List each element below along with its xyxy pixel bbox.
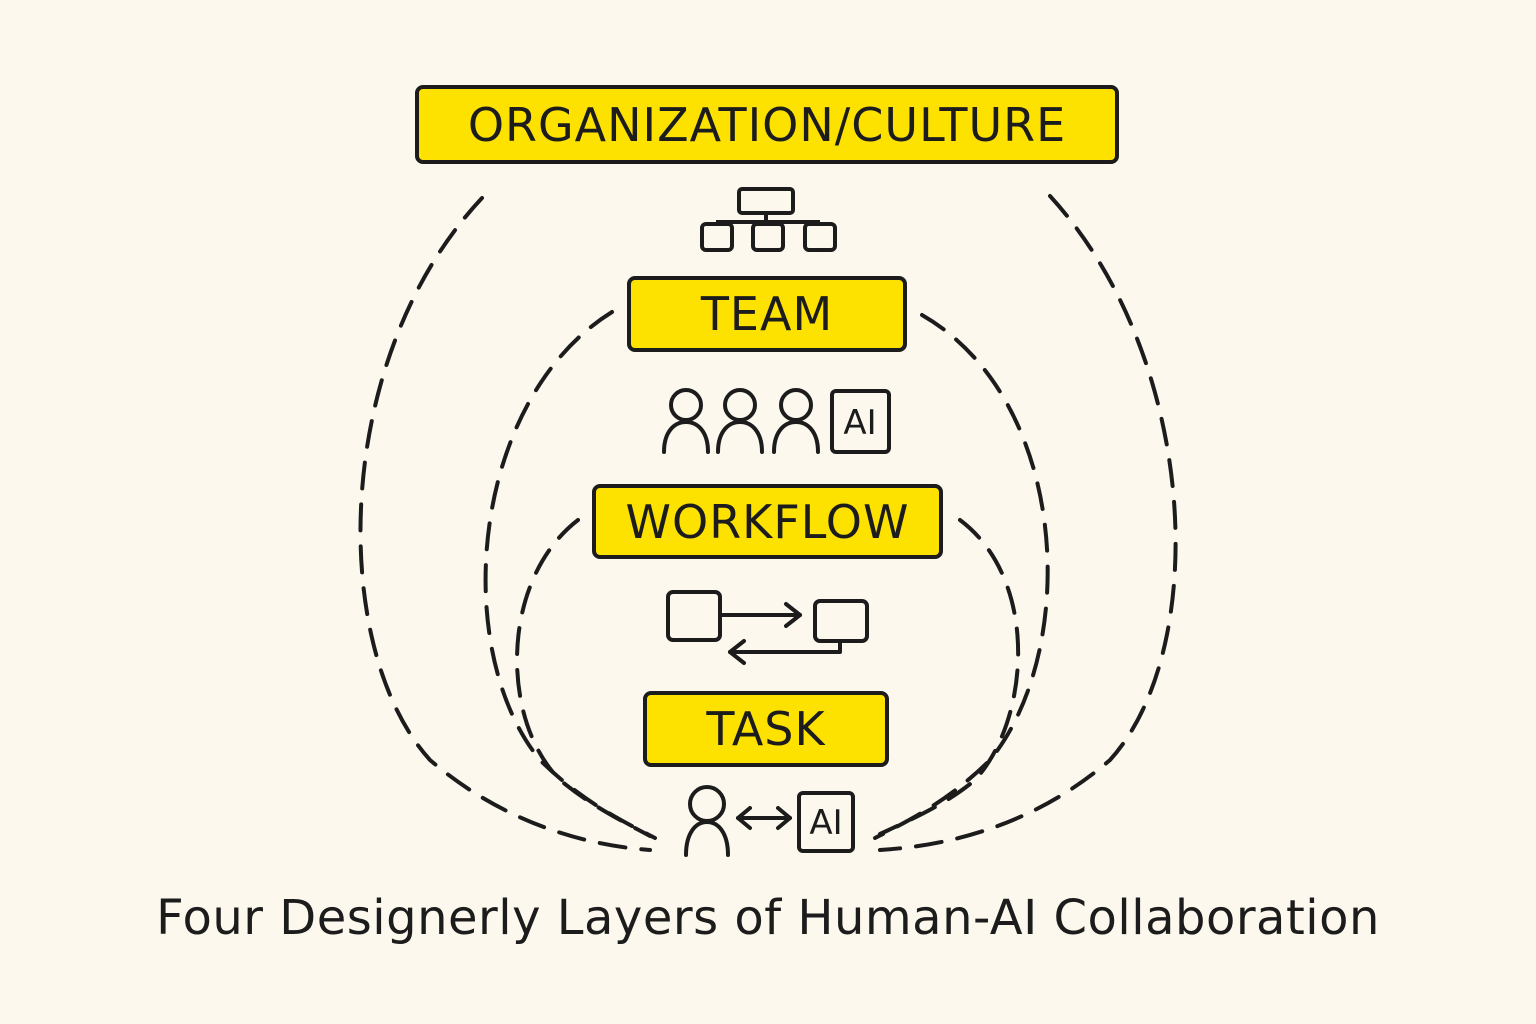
people-icon <box>662 388 820 454</box>
layer-organization-culture: ORGANIZATION/CULTURE <box>415 85 1119 164</box>
team-ai-badge: AI <box>830 389 891 454</box>
layer-team: TEAM <box>627 276 907 352</box>
double-arrow-icon <box>736 806 792 830</box>
workflow-arc-left <box>515 518 652 838</box>
team-arc-right <box>873 313 1050 840</box>
org-chart-icon <box>700 187 837 252</box>
layer-workflow-label: WORKFLOW <box>625 494 910 549</box>
team-ai-label: AI <box>843 403 876 443</box>
layer-workflow: WORKFLOW <box>592 484 943 559</box>
workflow-arc-right <box>878 518 1021 836</box>
task-ai-badge: AI <box>797 791 855 853</box>
layer-organization-label: ORGANIZATION/CULTURE <box>467 97 1067 152</box>
diagram-caption: Four Designerly Layers of Human-AI Colla… <box>156 890 1380 946</box>
task-ai-label: AI <box>809 803 842 843</box>
layer-task-label: TASK <box>706 702 826 756</box>
team-arc-left <box>483 310 657 840</box>
person-icon <box>684 785 730 857</box>
swap-arrows-icon <box>666 590 869 665</box>
layer-task: TASK <box>643 691 889 767</box>
outer-arc-right <box>878 194 1178 852</box>
layer-team-label: TEAM <box>700 287 834 341</box>
outer-arc-left <box>358 196 652 852</box>
